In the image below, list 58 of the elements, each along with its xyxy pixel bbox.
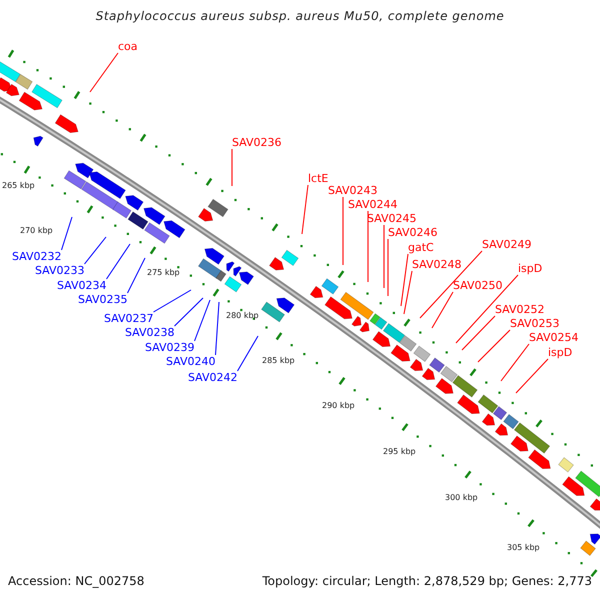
leader-line [456, 274, 518, 344]
gene-label: SAV0248 [412, 258, 462, 271]
leader-line [174, 298, 204, 326]
gene-label: SAV0243 [328, 184, 378, 197]
leader-line [84, 236, 106, 264]
gene-label: ispD [548, 346, 572, 359]
gene-label: SAV0252 [495, 303, 545, 316]
leader-line [432, 292, 454, 328]
gene-label: SAV0244 [348, 198, 398, 211]
genome-summary: Topology: circular; Length: 2,878,529 bp; Genes: 2,773 [262, 575, 592, 588]
scale-label: 290 kbp [322, 401, 355, 410]
leader-line [106, 244, 130, 280]
leader-line [342, 196, 344, 266]
leader-line [302, 184, 308, 234]
leader-line [127, 258, 146, 294]
scale-label: 280 kbp [226, 311, 259, 320]
leader-line [61, 216, 72, 250]
scale-label: 295 kbp [383, 447, 416, 456]
leader-line [237, 336, 258, 372]
gene-label: SAV0246 [388, 226, 438, 239]
leader-line [478, 330, 510, 362]
scale-label: 285 kbp [262, 356, 295, 365]
gene-label: SAV0239 [145, 341, 195, 354]
leader-line [516, 358, 548, 394]
gene-label: SAV0238 [125, 326, 175, 339]
gene-label: SAV0232 [12, 250, 62, 263]
gene-label: SAV0250 [453, 279, 503, 292]
leader-line [420, 250, 482, 318]
leader-line [404, 270, 412, 314]
leader-line [500, 344, 530, 382]
scale-label: 270 kbp [20, 226, 53, 235]
leader-line [90, 52, 118, 92]
gene-label: SAV0236 [232, 136, 282, 149]
scale-label: 305 kbp [507, 543, 540, 552]
gene-label: SAV0235 [78, 293, 128, 306]
gene-label: SAV0240 [166, 355, 216, 368]
scale-label: 300 kbp [445, 493, 478, 502]
scale-label: 275 kbp [147, 268, 180, 277]
map-title: Staphylococcus aureus subsp. aureus Mu50, complete genome [94, 10, 506, 23]
gene-label: lctE [308, 172, 328, 185]
gene-label: gatC [408, 241, 434, 254]
gene-label: SAV0249 [482, 238, 532, 251]
leader-line [153, 290, 192, 312]
leader-line [400, 254, 408, 306]
scale-label: 265 kbp [2, 181, 35, 190]
leader-line [215, 302, 220, 356]
gene-label: SAV0234 [57, 279, 107, 292]
gene-label: SAV0254 [529, 331, 579, 344]
leader-line [194, 300, 210, 342]
gene-label: SAV0237 [104, 312, 154, 325]
gene-label: ispD [518, 262, 542, 275]
accession-text: Accession: NC_002758 [8, 575, 144, 588]
leader-line [462, 316, 496, 350]
gene-label: SAV0253 [510, 317, 560, 330]
gene-label: SAV0245 [367, 212, 417, 225]
gene-label: coa [118, 40, 138, 53]
gene-label: SAV0242 [188, 371, 238, 384]
gene-label: SAV0233 [35, 264, 85, 277]
